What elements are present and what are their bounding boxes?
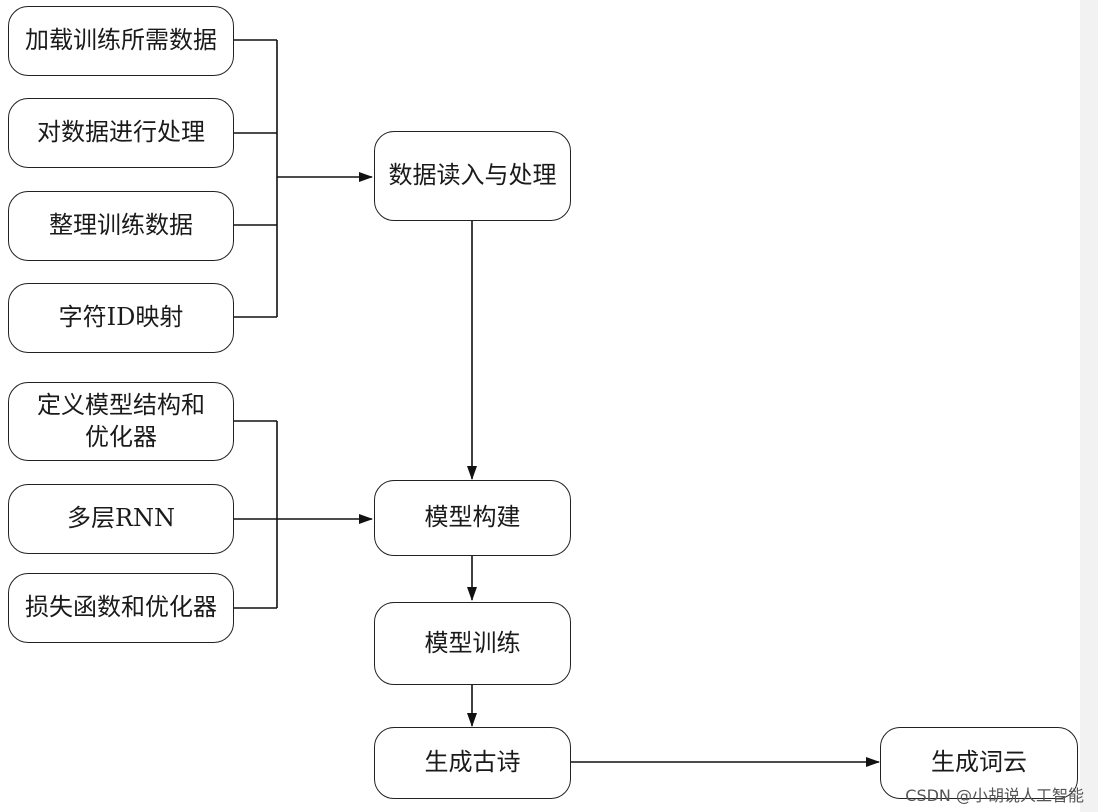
node-gen-poem: 生成古诗 — [374, 727, 571, 799]
node-model-train-label: 模型训练 — [424, 628, 521, 657]
node-loss-opt: 损失函数和优化器 — [8, 573, 234, 643]
node-data-io-label: 数据读入与处理 — [388, 161, 557, 190]
node-multi-rnn: 多层RNN — [8, 484, 234, 554]
node-model-train: 模型训练 — [374, 602, 571, 685]
node-model-build: 模型构建 — [374, 480, 571, 556]
watermark: CSDN @小胡说人工智能 — [905, 786, 1084, 805]
node-char-id-map-label: 字符ID映射 — [58, 303, 184, 332]
node-process-data-label: 对数据进行处理 — [37, 118, 205, 147]
node-define-model: 定义模型结构和 优化器 — [8, 382, 234, 461]
node-model-build-label: 模型构建 — [424, 503, 521, 532]
node-load-data: 加载训练所需数据 — [8, 6, 234, 76]
node-process-data: 对数据进行处理 — [8, 98, 234, 168]
node-gen-wordcloud: 生成词云 — [880, 727, 1078, 799]
node-multi-rnn-label: 多层RNN — [66, 504, 176, 533]
node-gen-wordcloud-label: 生成词云 — [931, 748, 1027, 777]
node-load-data-label: 加载训练所需数据 — [25, 26, 217, 55]
node-gen-poem-label: 生成古诗 — [424, 748, 521, 777]
node-organize-data-label: 整理训练数据 — [49, 211, 193, 240]
node-loss-opt-label: 损失函数和优化器 — [25, 593, 217, 622]
node-define-model-line1: 定义模型结构和 — [37, 391, 205, 420]
node-data-io: 数据读入与处理 — [374, 131, 571, 221]
node-define-model-line2: 优化器 — [85, 422, 157, 451]
node-char-id-map: 字符ID映射 — [8, 283, 234, 353]
node-organize-data: 整理训练数据 — [8, 191, 234, 261]
